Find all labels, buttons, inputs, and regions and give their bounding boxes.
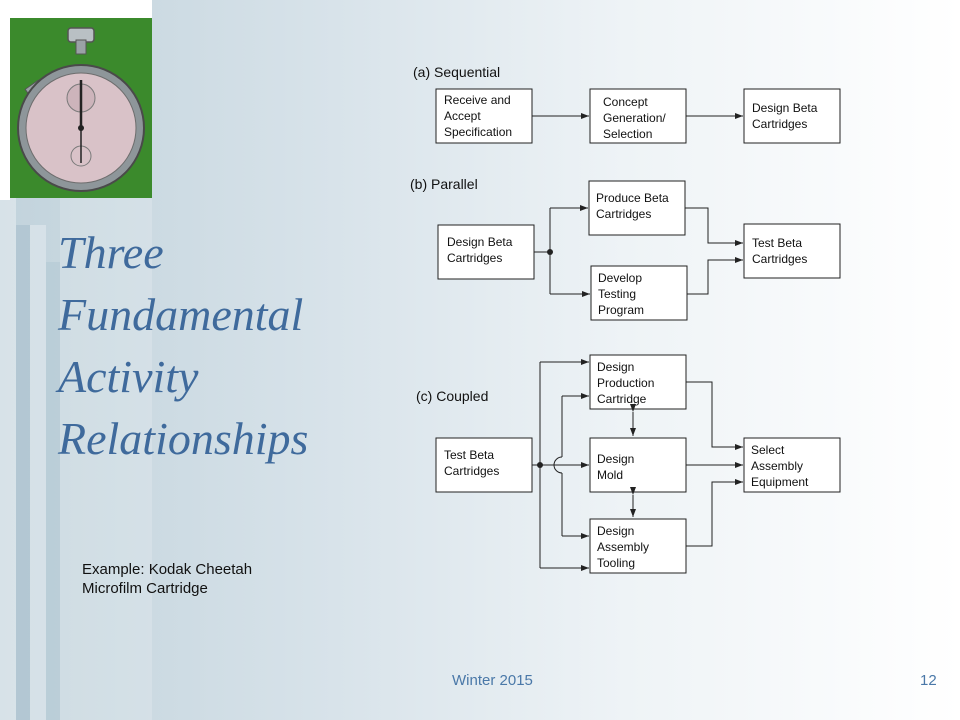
box-develop-testing: Develop Testing Program bbox=[590, 265, 688, 321]
sequential-label: (a) Sequential bbox=[413, 64, 500, 80]
design-production-line-1: Design bbox=[597, 360, 634, 374]
box-produce-beta: Produce Beta Cartridges bbox=[588, 180, 686, 236]
box-design-beta-seq: Design Beta Cartridges bbox=[743, 88, 841, 144]
select-assembly-line-3: Equipment bbox=[751, 475, 809, 489]
bg-white-top bbox=[0, 0, 152, 18]
box-design-assembly: Design Assembly Tooling bbox=[589, 518, 687, 574]
stopwatch-icon bbox=[17, 27, 145, 192]
develop-line-3: Program bbox=[598, 303, 644, 317]
develop-line-1: Develop bbox=[598, 271, 642, 285]
coupled-connectors bbox=[532, 359, 743, 571]
concept-line-3: Selection bbox=[603, 127, 652, 141]
title-line-4: Relationships bbox=[58, 413, 309, 464]
design-mold-line-1: Design bbox=[597, 452, 634, 466]
sequential-section: (a) Sequential Receive and Accept Specif… bbox=[413, 64, 841, 144]
bg-white-side bbox=[0, 0, 10, 200]
design-assembly-line-1: Design bbox=[597, 524, 634, 538]
receive-line-2: Accept bbox=[444, 109, 481, 123]
title-line-2: Fundamental bbox=[58, 289, 304, 340]
develop-line-2: Testing bbox=[598, 287, 636, 301]
box-select-assembly: Select Assembly Equipment bbox=[743, 437, 841, 493]
bg-stripe-4 bbox=[46, 262, 60, 720]
parallel-connectors bbox=[534, 205, 743, 297]
produce-beta-line-1: Produce Beta bbox=[596, 191, 669, 205]
example-caption: Example: Kodak Cheetah Microfilm Cartrid… bbox=[82, 560, 252, 598]
design-beta-seq-line-1: Design Beta bbox=[752, 101, 818, 115]
receive-line-3: Specification bbox=[444, 125, 512, 139]
coupled-label: (c) Coupled bbox=[416, 388, 488, 404]
design-production-line-2: Production bbox=[597, 376, 654, 390]
test-beta-coupled-line-2: Cartridges bbox=[444, 464, 499, 478]
select-assembly-line-2: Assembly bbox=[751, 459, 803, 473]
box-test-beta-par: Test Beta Cartridges bbox=[743, 223, 841, 279]
title-line-3: Activity bbox=[58, 351, 199, 402]
box-test-beta-coupled: Test Beta Cartridges bbox=[435, 437, 533, 493]
design-assembly-line-3: Tooling bbox=[597, 556, 635, 570]
design-mold-line-2: Mold bbox=[597, 468, 623, 482]
test-beta-par-line-1: Test Beta bbox=[752, 236, 802, 250]
design-beta-seq-line-2: Cartridges bbox=[752, 117, 807, 131]
receive-line-1: Receive and bbox=[444, 93, 511, 107]
bg-stripe-2 bbox=[16, 225, 30, 720]
footer-text: Winter 2015 bbox=[452, 672, 533, 689]
box-receive-specification: Receive and Accept Specification bbox=[435, 88, 533, 144]
title-line-1: Three bbox=[58, 227, 164, 278]
select-assembly-line-1: Select bbox=[751, 443, 785, 457]
example-line-2: Microfilm Cartridge bbox=[82, 580, 208, 597]
design-beta-par-line-1: Design Beta bbox=[447, 235, 513, 249]
parallel-section: (b) Parallel Design Beta Cartridges Prod… bbox=[410, 176, 841, 321]
test-beta-coupled-line-1: Test Beta bbox=[444, 448, 494, 462]
box-concept-generation: Concept Generation/ Selection bbox=[589, 88, 687, 144]
example-line-1: Example: Kodak Cheetah bbox=[82, 561, 253, 578]
bg-stripe-3 bbox=[30, 225, 46, 720]
design-assembly-line-2: Assembly bbox=[597, 540, 649, 554]
produce-beta-line-2: Cartridges bbox=[596, 207, 651, 221]
page-number: 12 bbox=[920, 672, 937, 689]
design-production-line-3: Cartridge bbox=[597, 392, 647, 406]
box-design-production: Design Production Cartridge bbox=[589, 354, 687, 410]
concept-line-2: Generation/ bbox=[603, 111, 666, 125]
design-beta-par-line-2: Cartridges bbox=[447, 251, 502, 265]
test-beta-par-line-2: Cartridges bbox=[752, 252, 807, 266]
stopwatch-logo bbox=[10, 18, 152, 198]
concept-line-1: Concept bbox=[603, 95, 648, 109]
box-design-beta-par: Design Beta Cartridges bbox=[437, 224, 535, 280]
slide-title: Three Fundamental Activity Relationships bbox=[58, 222, 378, 470]
box-design-mold: Design Mold bbox=[589, 437, 687, 493]
parallel-label: (b) Parallel bbox=[410, 176, 478, 192]
coupled-section: (c) Coupled Test Beta Cartridges Design … bbox=[416, 354, 841, 574]
